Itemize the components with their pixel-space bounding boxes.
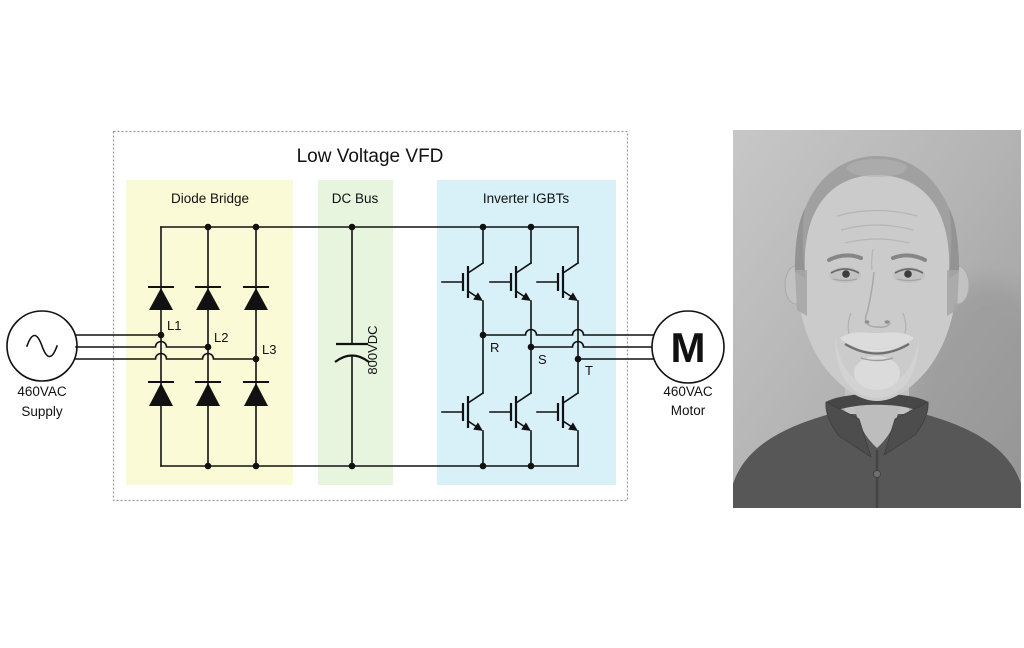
supply-leads [75,334,257,360]
igbt-icon [489,261,533,301]
phase-label-r: R [490,340,499,355]
section-label-dc-bus: DC Bus [332,191,379,206]
phase-label-l2: L2 [214,330,228,345]
phase-label-l1: L1 [167,318,181,333]
diode-lower-row [148,381,269,406]
dc-bus-capacitor: 800VDC [334,226,380,467]
igbt-icon [536,261,580,301]
igbt-icon [441,261,485,301]
sideburn-right [947,270,959,316]
mouth [844,343,910,362]
shirt-button [873,470,881,478]
eyebrows [827,253,927,262]
section-label-diode-bridge: Diode Bridge [171,191,249,206]
head [784,156,970,401]
diode-icon [148,286,174,310]
phase-label-t: T [585,363,593,378]
hair [794,156,960,316]
polo-shirt [733,368,1021,508]
section-label-inverter: Inverter IGBTs [483,191,570,206]
nose [864,271,891,328]
mustache [840,332,914,349]
supply-label-name: Supply [21,404,63,419]
motor-leads [482,328,654,360]
forehead-wrinkles [836,209,918,271]
diode-icon [195,381,221,406]
motor-circle-icon [651,310,725,384]
face [796,160,958,401]
motor-letter: M [671,324,706,371]
goatee-beard [835,332,919,398]
collar-flap-right [883,401,929,456]
sine-wave-icon [25,334,59,358]
motor-symbol: M 460VAC Motor [651,310,725,418]
igbt-icon [536,391,580,431]
dc-rails [160,226,579,467]
vfd-schematic: Low Voltage VFD Diode Bridge DC Bus Inve… [6,130,725,502]
supply-label-voltage: 460VAC [17,384,67,399]
capacitor-voltage-label: 800VDC [365,325,380,374]
phase-label-s: S [538,352,547,367]
collar-flap-left [825,401,872,458]
eyes [829,267,925,283]
diode-icon [195,286,221,310]
inverter-legs [482,226,579,467]
section-diode-bridge [126,180,293,485]
igbt-lower-row [441,391,580,431]
igbt-icon [489,391,533,431]
diode-icon [243,381,269,406]
section-dc-bus [318,180,393,485]
diode-icon [148,381,174,406]
diode-icon [243,286,269,310]
ac-supply-source: 460VAC Supply [6,310,78,419]
diode-upper-row [148,286,269,310]
diagram-title: Low Voltage VFD [297,146,444,167]
phase-label-l3: L3 [262,342,276,357]
sideburn-left [795,270,807,316]
igbt-icon [441,391,485,431]
collar-band [826,393,928,413]
motor-label-name: Motor [671,403,706,418]
motor-label-voltage: 460VAC [663,384,713,399]
junction-dots [157,223,582,470]
portrait-photo: Grayscale head-and-shoulders photo of a … [733,130,1021,508]
igbt-upper-row [441,261,580,301]
